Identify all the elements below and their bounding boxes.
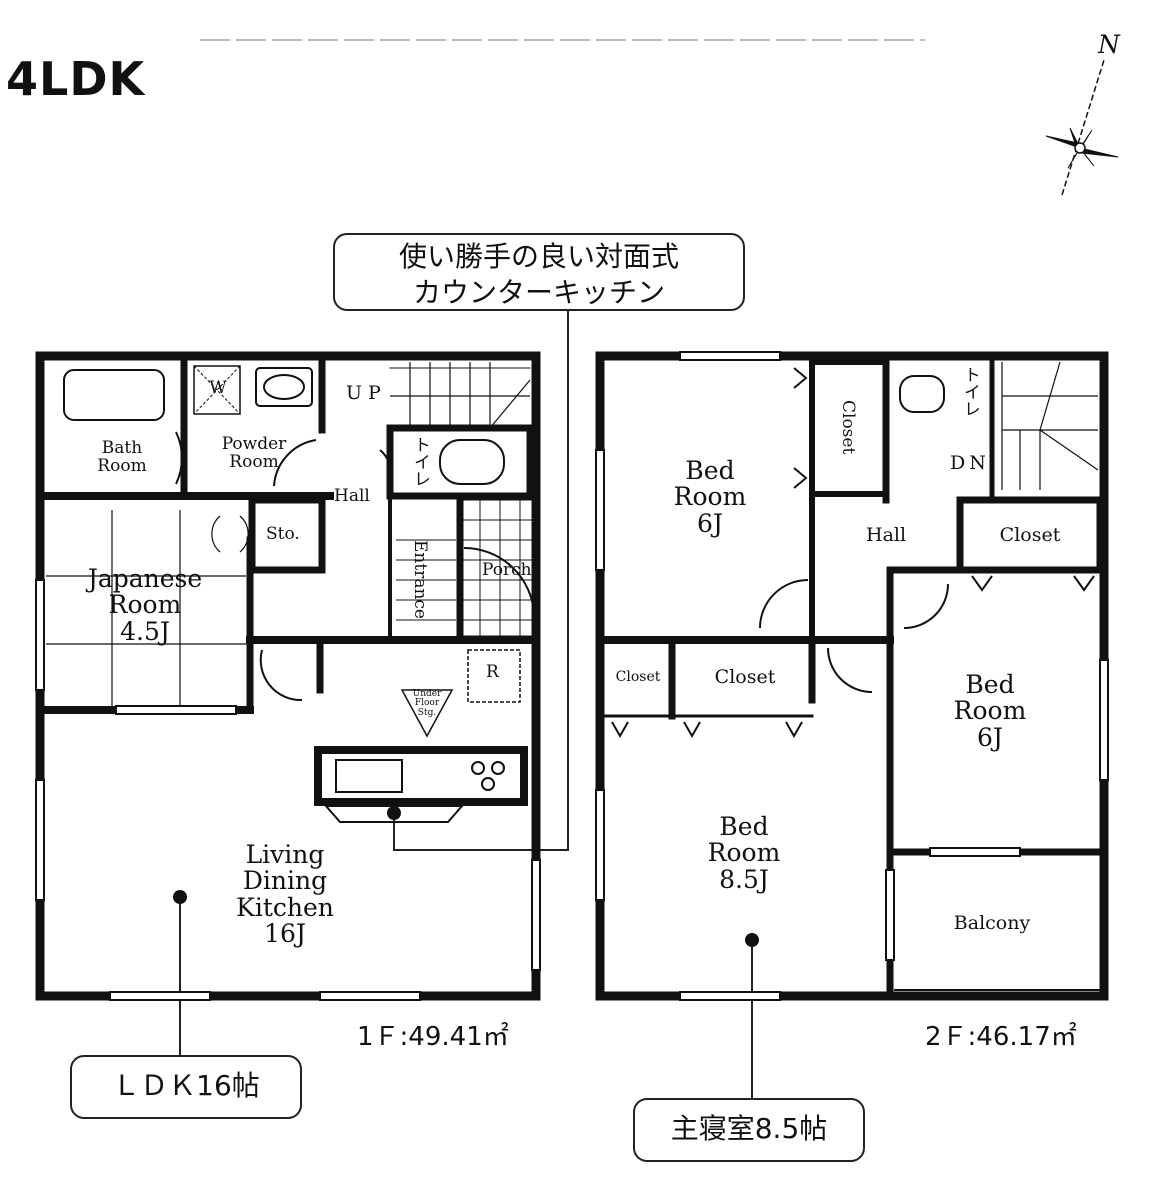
leader-lines <box>179 311 753 1098</box>
stairs-down-label: DN <box>950 452 990 474</box>
underfloor-storage-label: Under Floor Stg. <box>412 689 442 718</box>
kitchen-counter <box>259 649 528 823</box>
kitchen-callout: 使い勝手の良い対面式 カウンターキッチン <box>333 233 745 311</box>
ldk-label: Living Dining Kitchen 16J <box>236 840 334 948</box>
windows-floor1 <box>35 579 541 1001</box>
floor1-area: 1Ｆ:49.41㎡ <box>357 1022 509 1052</box>
plan-title: 4LDK <box>6 52 146 106</box>
bedroom-nw-label: Bed Room 6J <box>673 456 747 538</box>
fridge-mark: R <box>486 662 499 682</box>
master-bedroom-label: Bed Room 8.5J <box>707 812 781 894</box>
hall-label-floor2: Hall <box>866 524 907 546</box>
bath-room-label: Bath Room <box>97 438 147 476</box>
stairs-floor2 <box>1001 361 1099 490</box>
leader-dot <box>387 806 401 820</box>
closet-right-label: Closet <box>999 524 1061 546</box>
washer-mark: W <box>209 378 227 398</box>
closet-top-label: Closet <box>837 400 858 455</box>
toilet-label-floor2: トイレ <box>959 366 980 417</box>
leader-dot <box>745 933 759 947</box>
master-bedroom-callout: 主寝室8.5帖 <box>633 1098 865 1162</box>
porch-tiles <box>396 499 537 637</box>
hall-label-floor1: Hall <box>334 486 370 506</box>
kitchen-callout-line1: 使い勝手の良い対面式 <box>398 240 679 273</box>
bedroom-e-label: Bed Room 6J <box>953 670 1027 752</box>
floor2-fixtures <box>611 367 1095 739</box>
stairs-up-label: UP <box>346 382 387 404</box>
closet-mid-label: Closet <box>714 666 776 688</box>
tatami-lines <box>46 510 249 706</box>
japanese-room-label: Japanese Room 4.5J <box>87 564 203 646</box>
ldk-callout: ＬＤＫ16帖 <box>70 1055 302 1119</box>
compass-icon <box>1045 59 1119 196</box>
powder-room-label: Powder Room <box>221 434 287 472</box>
balcony-label: Balcony <box>953 912 1031 934</box>
compass-north-label: N <box>1098 30 1120 59</box>
kitchen-callout-line2: カウンターキッチン <box>412 276 665 309</box>
storage-label: Sto. <box>266 524 300 544</box>
closet-small-label: Closet <box>615 669 661 685</box>
windows-floor2 <box>595 351 1109 1001</box>
leader-dot <box>173 890 187 904</box>
toilet-label-floor1: トイレ <box>409 436 430 487</box>
floor2-area: 2Ｆ:46.17㎡ <box>925 1022 1077 1052</box>
entrance-label: Entrance <box>409 540 430 619</box>
bath-fixtures <box>63 365 505 487</box>
stairs-floor1 <box>390 362 531 429</box>
porch-label: Porch <box>482 560 532 580</box>
